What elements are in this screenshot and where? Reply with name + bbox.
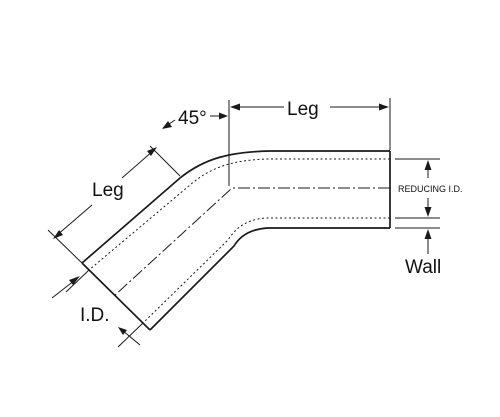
id-arrow-lower [118,327,127,335]
wall-dimension [395,227,440,254]
hose-lower-wall [149,227,390,331]
side-leg-extension-top [149,145,181,177]
side-leg-arrow-top [147,147,157,156]
angle-label: 45° [178,108,207,129]
angle-arrow-right [219,112,228,120]
reducing-id-arrow-bottom [424,207,432,217]
hose-inner-upper [88,158,390,271]
angle-dimension [162,112,228,129]
top-leg-dimension [228,98,391,186]
reducing-id-arrow-top [424,160,432,170]
id-leader-upper [51,279,76,299]
wall-arrow [424,229,432,239]
hose-centerline [113,187,390,297]
id-arrow-upper [69,276,80,285]
angle-arrow-left [162,121,172,129]
id-extension-lower [117,322,144,348]
side-leg-arrow-bottom [53,230,63,239]
id-dimension [51,269,144,348]
top-leg-arrow-left [230,103,240,111]
side-leg-extension-bottom [47,229,83,264]
top-leg-label: Leg [287,99,319,120]
wall-label: Wall [405,257,441,278]
hose-outer-walls [81,150,391,331]
hose-upper-wall [81,150,390,264]
side-leg-dimension [47,145,181,264]
id-extension-upper [65,269,90,293]
top-leg-arrow-right [379,103,389,111]
reducing-id-label: REDUCING I.D. [398,184,463,194]
reducing-id-dimension [395,158,440,219]
hose-inner-walls [88,158,390,324]
side-leg-dim-line-upper [121,149,155,179]
hose-inner-lower [142,217,390,324]
side-leg-dim-line-lower [55,204,93,237]
hose-left-end [81,262,151,331]
side-leg-label: Leg [92,180,124,201]
id-label: I.D. [80,305,110,326]
